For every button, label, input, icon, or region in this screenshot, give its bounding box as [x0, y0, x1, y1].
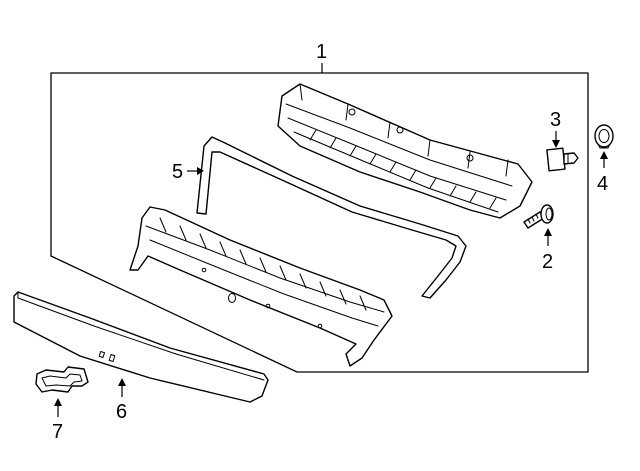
- callout-4-arrow: [600, 151, 608, 159]
- callout-4[interactable]: 4: [597, 151, 608, 195]
- bowtie-emblem-icon[interactable]: [35, 366, 89, 393]
- callout-6[interactable]: 6: [116, 378, 127, 423]
- callout-5[interactable]: 5: [172, 161, 204, 183]
- callout-2[interactable]: 2: [542, 228, 553, 273]
- front-grille[interactable]: [129, 206, 393, 367]
- push-retainer-icon[interactable]: [594, 124, 614, 149]
- callout-7-arrow: [54, 398, 62, 406]
- bolt-icon[interactable]: [523, 204, 554, 229]
- callout-2-label: 2: [542, 251, 553, 273]
- callout-5-arrow: [197, 167, 204, 175]
- callout-6-label: 6: [116, 401, 127, 423]
- callout-3-arrow: [552, 140, 560, 148]
- callout-7-label: 7: [52, 421, 63, 443]
- callout-2-arrow: [544, 228, 552, 236]
- upper-grille-bracket[interactable]: [277, 83, 533, 219]
- callout-6-arrow: [118, 378, 126, 386]
- callout-4-label: 4: [597, 173, 608, 195]
- callout-1[interactable]: 1: [316, 41, 327, 73]
- callout-7[interactable]: 7: [52, 398, 63, 443]
- clip-nut-icon[interactable]: [546, 147, 579, 172]
- molding-icon[interactable]: [13, 291, 269, 403]
- callout-3-label: 3: [550, 109, 561, 131]
- callout-5-label: 5: [172, 161, 183, 183]
- seal-strip[interactable]: [196, 136, 467, 299]
- assembly-boundary: [50, 72, 589, 373]
- callout-1-label: 1: [316, 41, 327, 63]
- callout-3[interactable]: 3: [550, 109, 561, 148]
